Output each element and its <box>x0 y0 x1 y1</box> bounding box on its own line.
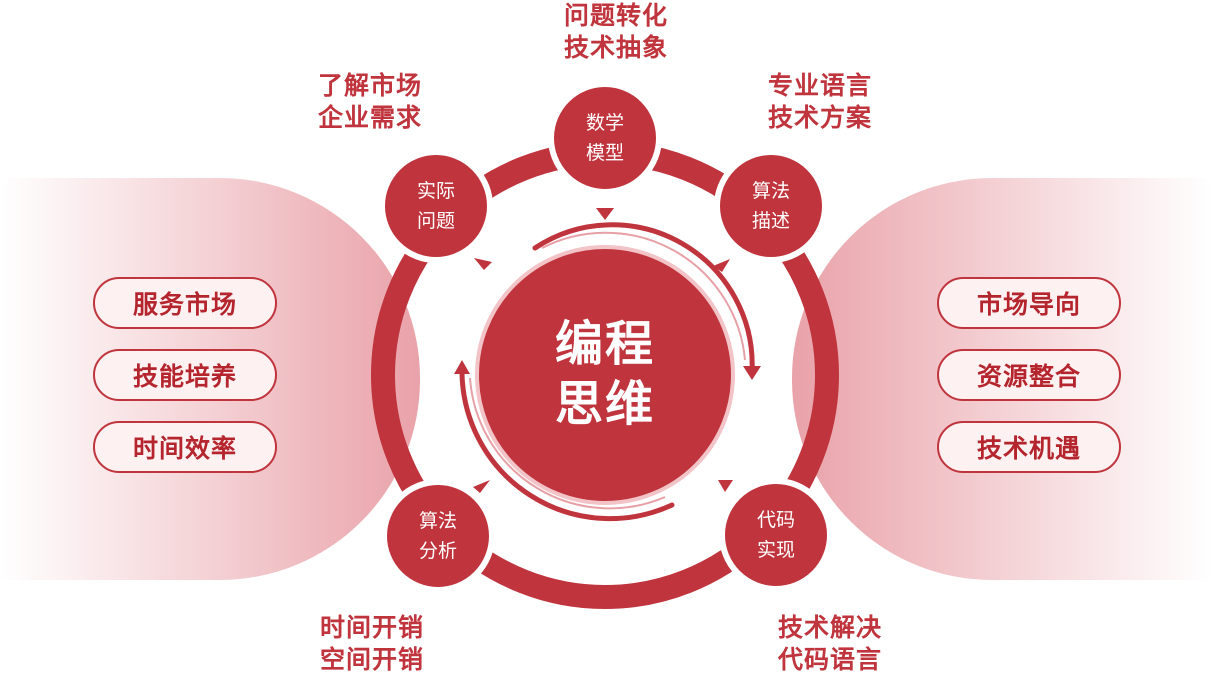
center-title: 编程 思维 <box>515 314 695 434</box>
annotation-line1: 问题转化 <box>564 1 669 30</box>
annotation-market-demand: 了解市场 企业需求 <box>318 70 422 134</box>
center-title-line1: 编程 <box>554 316 655 372</box>
arrow-top <box>596 208 614 220</box>
right-item-resource-integration: 资源整合 <box>937 349 1121 401</box>
annotation-line1: 技术解决 <box>778 613 883 642</box>
node-label-math-model: 数学 模型 <box>560 108 650 168</box>
annotation-professional-language: 专业语言 技术方案 <box>768 70 872 134</box>
right-item-market-orientation: 市场导向 <box>937 277 1121 329</box>
node-label-line1: 实际 <box>416 180 455 202</box>
arrow-top-left <box>474 258 492 270</box>
annotation-line2: 代码语言 <box>778 645 883 674</box>
node-real-problem <box>379 149 493 263</box>
inner-arc-top-shade <box>541 231 746 361</box>
arrow-bottom-left <box>473 480 490 493</box>
node-label-code-implementation: 代码 实现 <box>731 505 821 565</box>
annotation-line2: 企业需求 <box>318 103 423 132</box>
inner-arc-bottom-shade <box>469 377 666 510</box>
center-circle <box>475 245 735 505</box>
left-item-time-efficiency: 时间效率 <box>93 421 277 473</box>
left-item-skill-training: 技能培养 <box>93 349 277 401</box>
annotation-line1: 了解市场 <box>318 71 423 100</box>
annotation-line1: 时间开销 <box>320 613 425 642</box>
annotation-line2: 空间开销 <box>320 645 425 674</box>
node-label-line1: 代码 <box>756 509 795 531</box>
arrow-top-right <box>713 259 730 272</box>
node-label-line2: 分析 <box>418 540 457 562</box>
node-label-line2: 实现 <box>756 539 795 561</box>
annotation-line1: 专业语言 <box>768 71 873 100</box>
inner-arc-arrowhead-left <box>454 360 470 374</box>
node-label-line2: 问题 <box>416 210 455 232</box>
annotation-line2: 技术方案 <box>768 103 873 132</box>
center-title-line2: 思维 <box>554 376 655 432</box>
annotation-tech-solution: 技术解决 代码语言 <box>778 612 882 676</box>
node-code-implementation <box>719 478 833 592</box>
annotation-problem-transform: 问题转化 技术抽象 <box>564 0 668 64</box>
node-algorithm-analysis <box>381 479 495 593</box>
arrow-bottom-right <box>718 480 733 492</box>
right-item-tech-opportunity: 技术机遇 <box>937 421 1121 473</box>
annotation-time-space-cost: 时间开销 空间开销 <box>320 612 424 676</box>
node-math-model <box>548 81 662 195</box>
node-label-algorithm-description: 算法 描述 <box>726 176 816 236</box>
node-algorithm-description <box>714 149 828 263</box>
node-label-line1: 算法 <box>751 180 790 202</box>
node-label-line2: 模型 <box>585 142 624 164</box>
inner-arc-top <box>532 222 755 375</box>
inner-arc-bottom <box>459 369 675 522</box>
inner-arc-arrowhead-right <box>743 366 761 380</box>
node-label-line1: 数学 <box>585 112 624 134</box>
annotation-line2: 技术抽象 <box>564 33 669 62</box>
node-label-real-problem: 实际 问题 <box>391 176 481 236</box>
left-item-service-market: 服务市场 <box>93 277 277 329</box>
node-label-algorithm-analysis: 算法 分析 <box>393 506 483 566</box>
node-label-line1: 算法 <box>418 510 457 532</box>
node-label-line2: 描述 <box>751 210 790 232</box>
